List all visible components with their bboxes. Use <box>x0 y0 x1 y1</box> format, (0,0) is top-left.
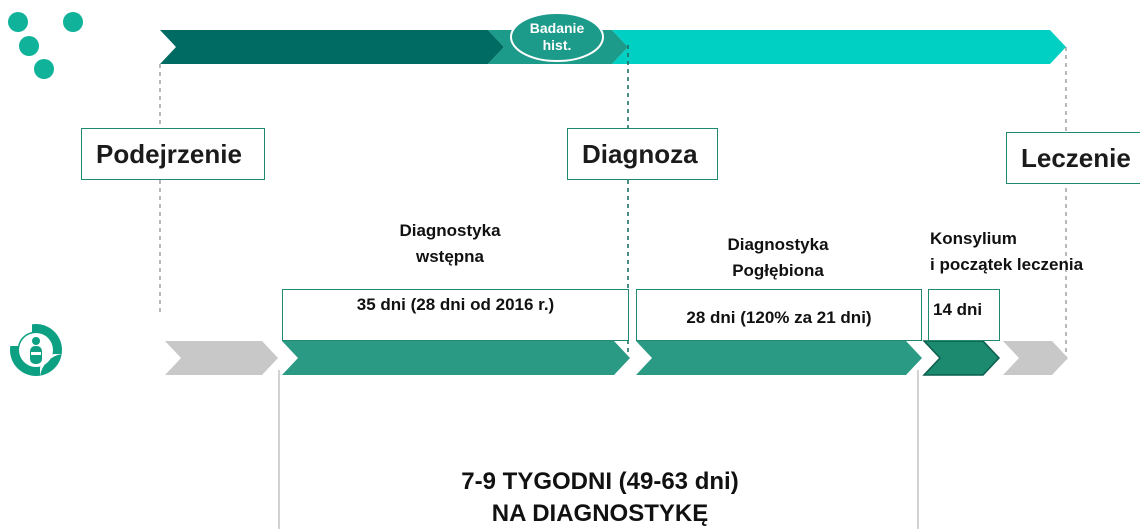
stage-suspicion-label: Podejrzenie <box>96 138 242 169</box>
summary-line1: 7-9 TYGODNI (49-63 dni) <box>461 468 739 495</box>
bottom-arrow-before <box>165 341 278 375</box>
stage-diagnosis: Diagnoza <box>567 128 718 180</box>
phase-initial-line2: wstępna <box>415 247 485 266</box>
summary-text: 7-9 TYGODNI (49-63 dni) NA DIAGNOSTYKĘ <box>380 466 820 530</box>
phase-initial-line1: Diagnostyka <box>399 221 501 240</box>
bottom-arrow-council <box>922 340 1001 376</box>
top-arrow-initial-segment <box>160 30 504 64</box>
phase-initial-days-text: 35 dni (28 dni od 2016 r.) <box>356 295 555 314</box>
histology-label: Badanie hist. <box>512 20 602 54</box>
phase-extended-days: 28 dni (120% za 21 dni) <box>636 289 922 341</box>
phase-council-line1: Konsylium <box>930 229 1017 248</box>
bottom-arrow-extended <box>636 341 922 375</box>
phase-council-line2: i początek leczenia <box>930 255 1084 274</box>
top-arrow-extended-segment <box>612 30 1066 64</box>
summary-line2: NA DIAGNOSTYKĘ <box>491 500 709 527</box>
decorative-dots-icon <box>8 12 83 79</box>
stage-treatment: Leczenie <box>1006 132 1140 184</box>
phase-initial-label: Diagnostyka wstępna <box>360 218 540 270</box>
phase-extended-line1: Diagnostyka <box>727 235 829 254</box>
stage-treatment-label: Leczenie <box>1021 142 1131 173</box>
bottom-arrow-initial <box>282 341 630 375</box>
phase-extended-days-text: 28 dni (120% za 21 dni) <box>686 308 872 327</box>
histology-bubble <box>510 12 604 62</box>
phase-initial-days: 35 dni (28 dni od 2016 r.) <box>282 289 629 341</box>
phase-council-label: Konsylium i początek leczenia <box>930 226 1140 278</box>
histology-label-line1: Badanie <box>529 20 585 36</box>
phase-extended-label: Diagnostyka Pogłębiona <box>688 232 868 284</box>
phase-council-days-text: 14 dni <box>933 300 983 319</box>
phase-extended-line2: Pogłębiona <box>732 261 824 280</box>
patient-logo-icon <box>10 324 62 376</box>
stage-suspicion: Podejrzenie <box>81 128 265 180</box>
stage-diagnosis-label: Diagnoza <box>582 138 698 169</box>
phase-council-days: 14 dni <box>928 289 1000 341</box>
histology-label-line2: hist. <box>542 37 572 53</box>
bottom-arrow-after <box>1003 341 1068 375</box>
